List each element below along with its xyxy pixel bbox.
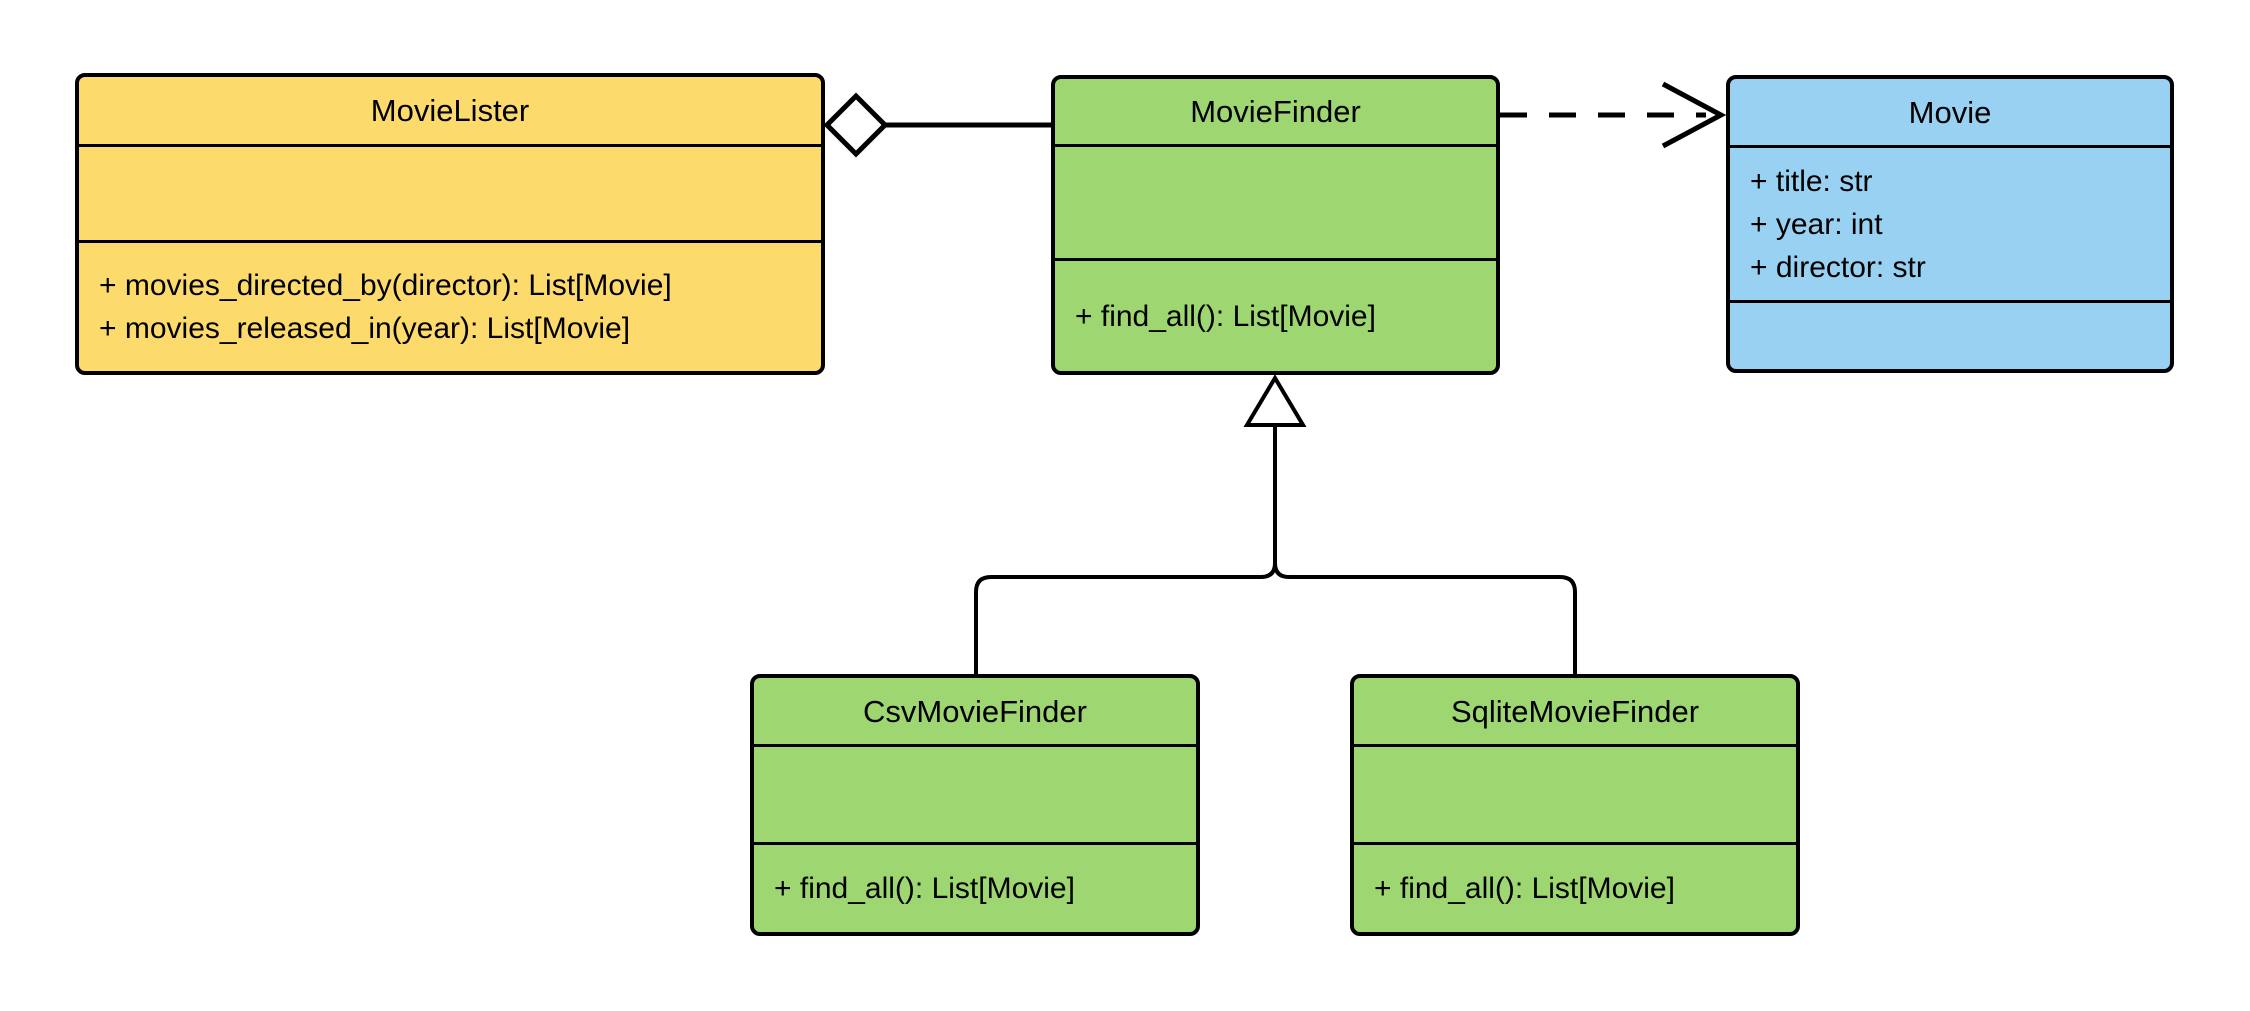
class-movie-title: Movie [1908, 94, 1992, 130]
aggregation-diamond-icon [823, 92, 889, 158]
class-csvmoviefinder-methods: + find_all(): List[Movie] [754, 842, 1196, 932]
class-sqlitemoviefinder-methods: + find_all(): List[Movie] [1354, 842, 1796, 932]
class-movielister-methods: + movies_directed_by(director): List[Mov… [79, 240, 821, 371]
dependency-arrowhead-icon [1661, 81, 1727, 149]
method-line: + find_all(): List[Movie] [1374, 872, 1675, 905]
class-csvmoviefinder-title: CsvMovieFinder [863, 693, 1087, 729]
class-sqlitemoviefinder-title: SqliteMovieFinder [1450, 693, 1700, 729]
class-sqlitemoviefinder-attributes [1354, 744, 1796, 842]
attribute-line: + director: str [1750, 250, 1926, 284]
class-movielister-attributes [79, 144, 821, 240]
attribute-line: + year: int [1750, 207, 1883, 241]
inheritance-branch-left [974, 425, 1277, 674]
inheritance-triangle-icon [1243, 374, 1307, 427]
class-movie-methods [1730, 300, 2170, 369]
class-moviefinder: MovieFinder + find_all(): List[Movie] [1051, 75, 1500, 375]
class-moviefinder-attributes [1055, 144, 1496, 258]
method-line: + find_all(): List[Movie] [1075, 299, 1376, 333]
class-sqlitemoviefinder: SqliteMovieFinder + find_all(): List[Mov… [1350, 674, 1800, 936]
class-csvmoviefinder: CsvMovieFinder + find_all(): List[Movie] [750, 674, 1200, 936]
method-line: + movies_directed_by(director): List[Mov… [99, 269, 672, 302]
inheritance-branch-right [1273, 562, 1577, 674]
class-movielister-title: MovieLister [370, 93, 530, 128]
class-moviefinder-title: MovieFinder [1190, 94, 1361, 129]
method-line: + find_all(): List[Movie] [774, 872, 1075, 905]
class-movielister: MovieLister + movies_directed_by(directo… [75, 73, 825, 375]
class-moviefinder-methods: + find_all(): List[Movie] [1055, 258, 1496, 371]
class-movie: Movie + title: str + year: int + directo… [1726, 75, 2174, 373]
class-csvmoviefinder-attributes [754, 744, 1196, 842]
class-movie-attributes: + title: str + year: int + director: str [1730, 145, 2170, 300]
attribute-line: + title: str [1750, 164, 1873, 198]
method-line: + movies_released_in(year): List[Movie] [99, 312, 631, 345]
